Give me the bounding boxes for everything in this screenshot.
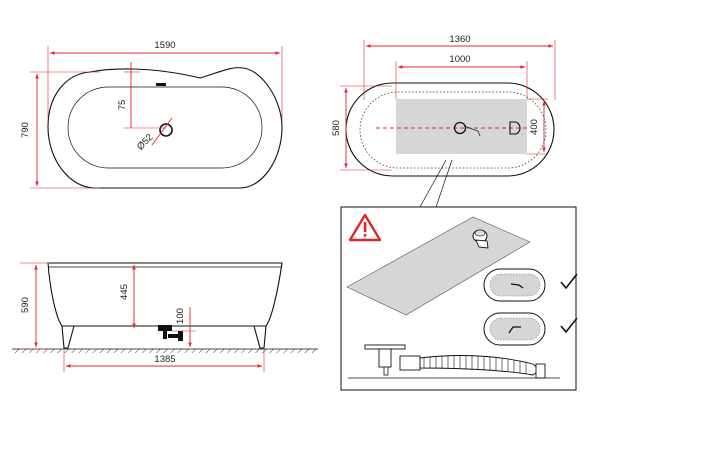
tub-inner-basin <box>67 86 263 169</box>
width-dimension-label: 790 <box>20 122 31 138</box>
drain-outlet-icon <box>509 121 521 135</box>
floor-view: 1360 1000 580 400 <box>331 34 556 208</box>
waste-pipe-icon <box>158 325 183 341</box>
tub-side-outline <box>47 262 283 327</box>
floor-plate-panel <box>396 99 527 154</box>
inner-depth-label: 445 <box>119 284 130 300</box>
drain-diameter-label: Ø52 <box>135 132 155 152</box>
height-dimension-label: 590 <box>20 297 31 313</box>
floor-hatch <box>12 349 318 353</box>
top-view: 1590 790 75 Ø52 <box>20 40 283 189</box>
inner-length-label: 1000 <box>449 54 470 65</box>
drain-hose-assembly-icon <box>348 344 560 379</box>
installation-detail-box <box>340 206 578 391</box>
side-view: 590 445 100 1385 <box>12 262 318 372</box>
inner-width-label: 400 <box>529 119 540 135</box>
tub-outer-outline <box>47 67 283 189</box>
checkmark-icon <box>560 317 578 334</box>
drain-fitting-perspective-icon <box>472 229 489 249</box>
length-dimension-label: 1590 <box>154 40 175 51</box>
warning-triangle-icon <box>348 213 382 242</box>
tub-leg-right <box>253 325 267 349</box>
tub-leg-left <box>61 325 75 349</box>
outer-length-label: 1360 <box>449 34 470 45</box>
drain-fitting-icon <box>453 121 467 135</box>
drain-height-label: 100 <box>175 308 186 324</box>
drain-offset-label: 75 <box>117 100 128 111</box>
base-inner-outline <box>359 91 547 169</box>
orientation-option-1 <box>483 268 546 302</box>
outer-width-label: 580 <box>331 120 342 136</box>
orientation-option-2 <box>483 312 546 346</box>
overflow-hole <box>156 83 166 86</box>
drain-circle <box>159 123 173 137</box>
base-length-label: 1385 <box>154 354 175 365</box>
checkmark-icon <box>560 273 578 290</box>
